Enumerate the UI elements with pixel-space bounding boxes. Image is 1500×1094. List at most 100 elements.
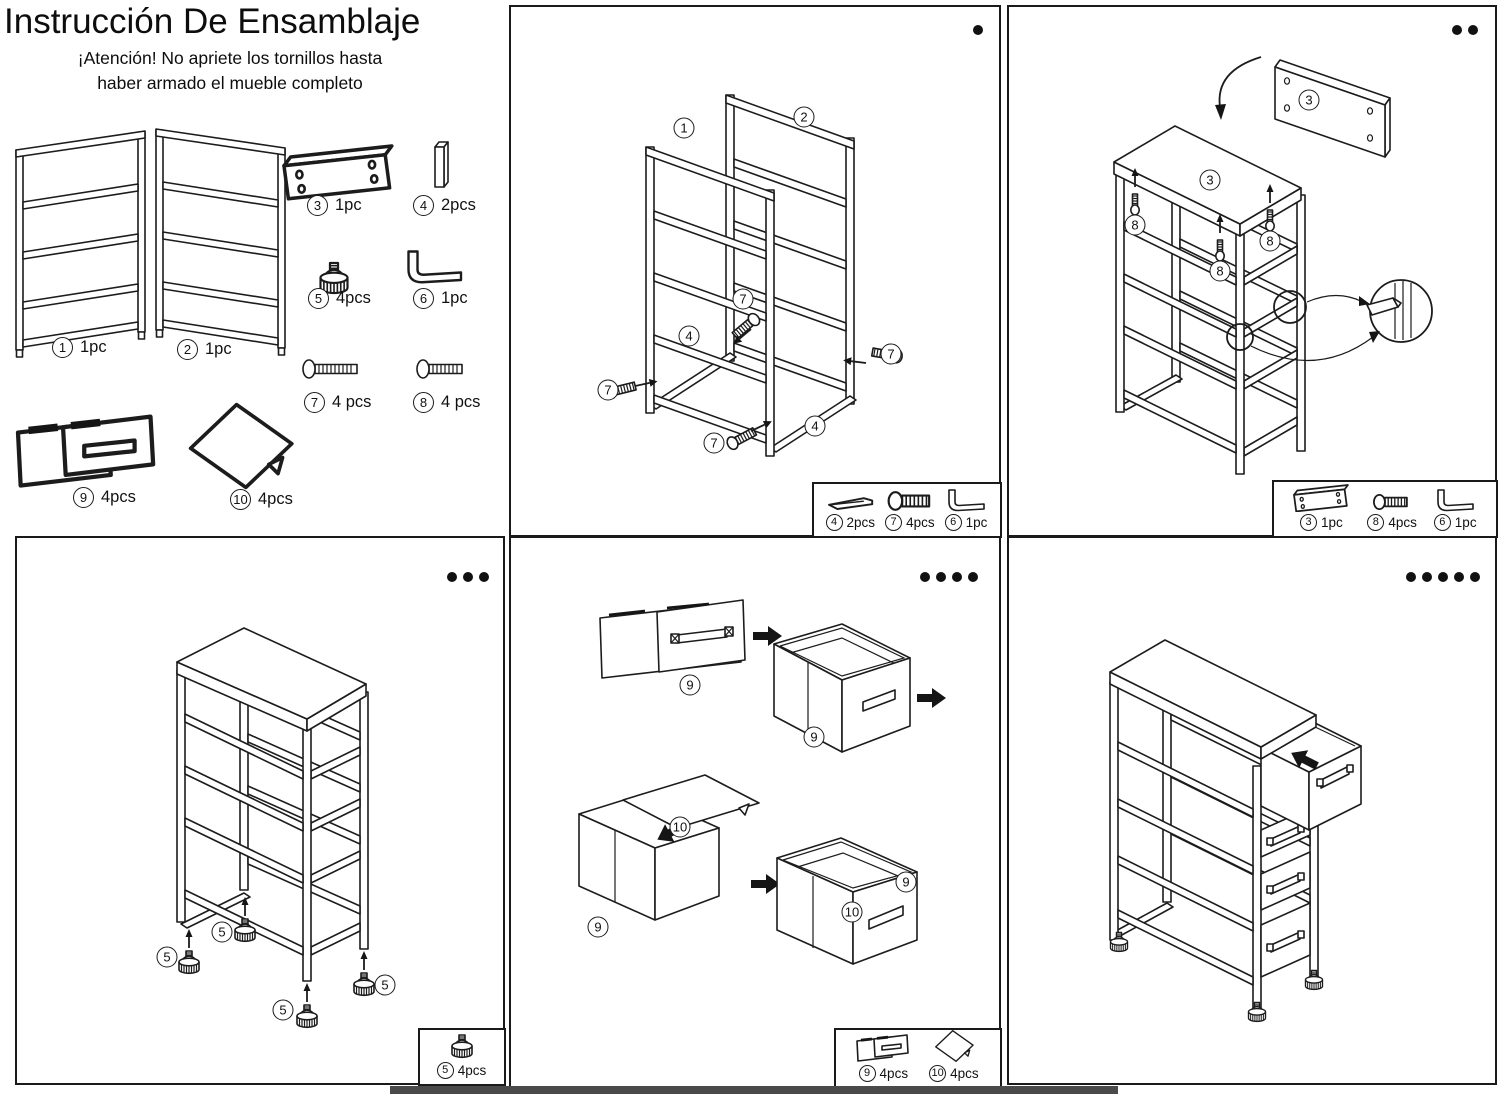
hardware-badge: 3 [1300, 513, 1318, 531]
part-3-qty: 1pc [335, 196, 362, 214]
part-10-qty: 4pcs [258, 490, 293, 508]
hardware-badge: 9 [858, 1064, 876, 1082]
part-9-badge: 9 [73, 487, 94, 508]
part-1-badge: 1 [52, 337, 73, 358]
part-label-4: 4 2pcs [413, 195, 476, 216]
part-9-qty: 4pcs [101, 488, 136, 506]
part-label-3: 3 1pc [307, 195, 362, 216]
part-8-qty: 4 pcs [441, 393, 481, 411]
part-label-8: 8 4 pcs [413, 392, 480, 413]
part-label-2: 2 1pc [177, 339, 232, 360]
hardware-qty: 2pcs [846, 514, 876, 530]
step-1-dots [973, 25, 983, 35]
callout-part-9: 9 [679, 674, 701, 696]
hardware-qty: 4pcs [457, 1062, 487, 1078]
callout-part-5: 5 [272, 999, 294, 1021]
hardware-qty: 1pc [1321, 514, 1343, 530]
step-4-dots [920, 572, 978, 582]
part-3-badge: 3 [307, 195, 328, 216]
hardware-badge: 8 [1367, 513, 1385, 531]
callout-part-3: 3 [1199, 169, 1221, 191]
callout-part-5: 5 [156, 946, 178, 968]
callout-part-4: 4 [678, 325, 700, 347]
part-4-qty: 2pcs [441, 196, 476, 214]
warning-line-2: haber armado el mueble completo [97, 72, 363, 93]
part-1-qty: 1pc [80, 338, 107, 356]
part-7-badge: 7 [304, 392, 325, 413]
hardware-qty: 4pcs [950, 1065, 979, 1081]
part-2-badge: 2 [177, 339, 198, 360]
callout-part-10: 10 [669, 816, 691, 838]
step-5-dots [1406, 572, 1480, 582]
hardware-qty: 1pc [1454, 514, 1477, 530]
callout-part-7: 7 [597, 379, 619, 401]
panel-step-5 [1007, 536, 1497, 1085]
warning-line-1: ¡Atención! No apriete los tornillos hast… [77, 48, 383, 68]
callout-part-9: 9 [587, 916, 609, 938]
callout-part-7: 7 [703, 432, 725, 454]
hardware-badge: 10 [929, 1064, 947, 1082]
callout-part-7: 7 [732, 288, 754, 310]
hardware-badge: 6 [1433, 513, 1451, 531]
callout-part-4: 4 [804, 415, 826, 437]
part-label-7: 7 4 pcs [304, 392, 371, 413]
step-1-illustration [603, 94, 904, 457]
part-5-badge: 5 [308, 288, 329, 309]
callout-part-5: 5 [374, 974, 396, 996]
hardware-qty: 4pcs [879, 1065, 909, 1081]
callout-part-10: 10 [841, 901, 863, 923]
warning-note: ¡Atención! No apriete los tornillos hast… [28, 46, 432, 95]
part-6-badge: 6 [413, 288, 434, 309]
part-2-qty: 1pc [205, 340, 232, 358]
hardware-qty: 1pc [965, 514, 988, 530]
step-2-dots [1452, 25, 1478, 35]
step-5-illustration [1109, 639, 1362, 1023]
callout-part-1: 1 [673, 117, 695, 139]
part-8-badge: 8 [413, 392, 434, 413]
callout-part-8: 8 [1259, 230, 1281, 252]
part-6-qty: 1pc [441, 289, 468, 307]
step-3-illustration [176, 627, 375, 1029]
callout-part-8: 8 [1209, 260, 1231, 282]
step-3-dots [447, 572, 489, 582]
part-4-badge: 4 [413, 195, 434, 216]
callout-part-3: 3 [1298, 89, 1320, 111]
callout-part-9: 9 [895, 871, 917, 893]
callout-part-7: 7 [880, 343, 902, 365]
hardware-badge: 7 [885, 513, 903, 531]
callout-part-9: 9 [803, 726, 825, 748]
step-4-illustration [578, 599, 946, 965]
part-label-6: 6 1pc [413, 288, 468, 309]
callout-part-8: 8 [1124, 214, 1146, 236]
hardware-badge: 6 [944, 513, 962, 531]
hardware-qty: 4pcs [1388, 514, 1417, 530]
part-label-10: 10 4pcs [230, 489, 293, 510]
part-10-badge: 10 [230, 489, 251, 510]
part-label-9: 9 4pcs [73, 487, 136, 508]
panel-parts-overview: Instrucción De Ensamblaje ¡Atención! No … [0, 0, 505, 537]
step-2-illustration [1113, 56, 1433, 475]
page-title: Instrucción De Ensamblaje [4, 2, 421, 41]
hardware-badge: 5 [436, 1061, 454, 1079]
part-5-qty: 4pcs [336, 289, 371, 307]
part-7-qty: 4 pcs [332, 393, 372, 411]
hardware-qty: 4pcs [906, 514, 935, 530]
part-label-5: 5 4pcs [308, 288, 371, 309]
